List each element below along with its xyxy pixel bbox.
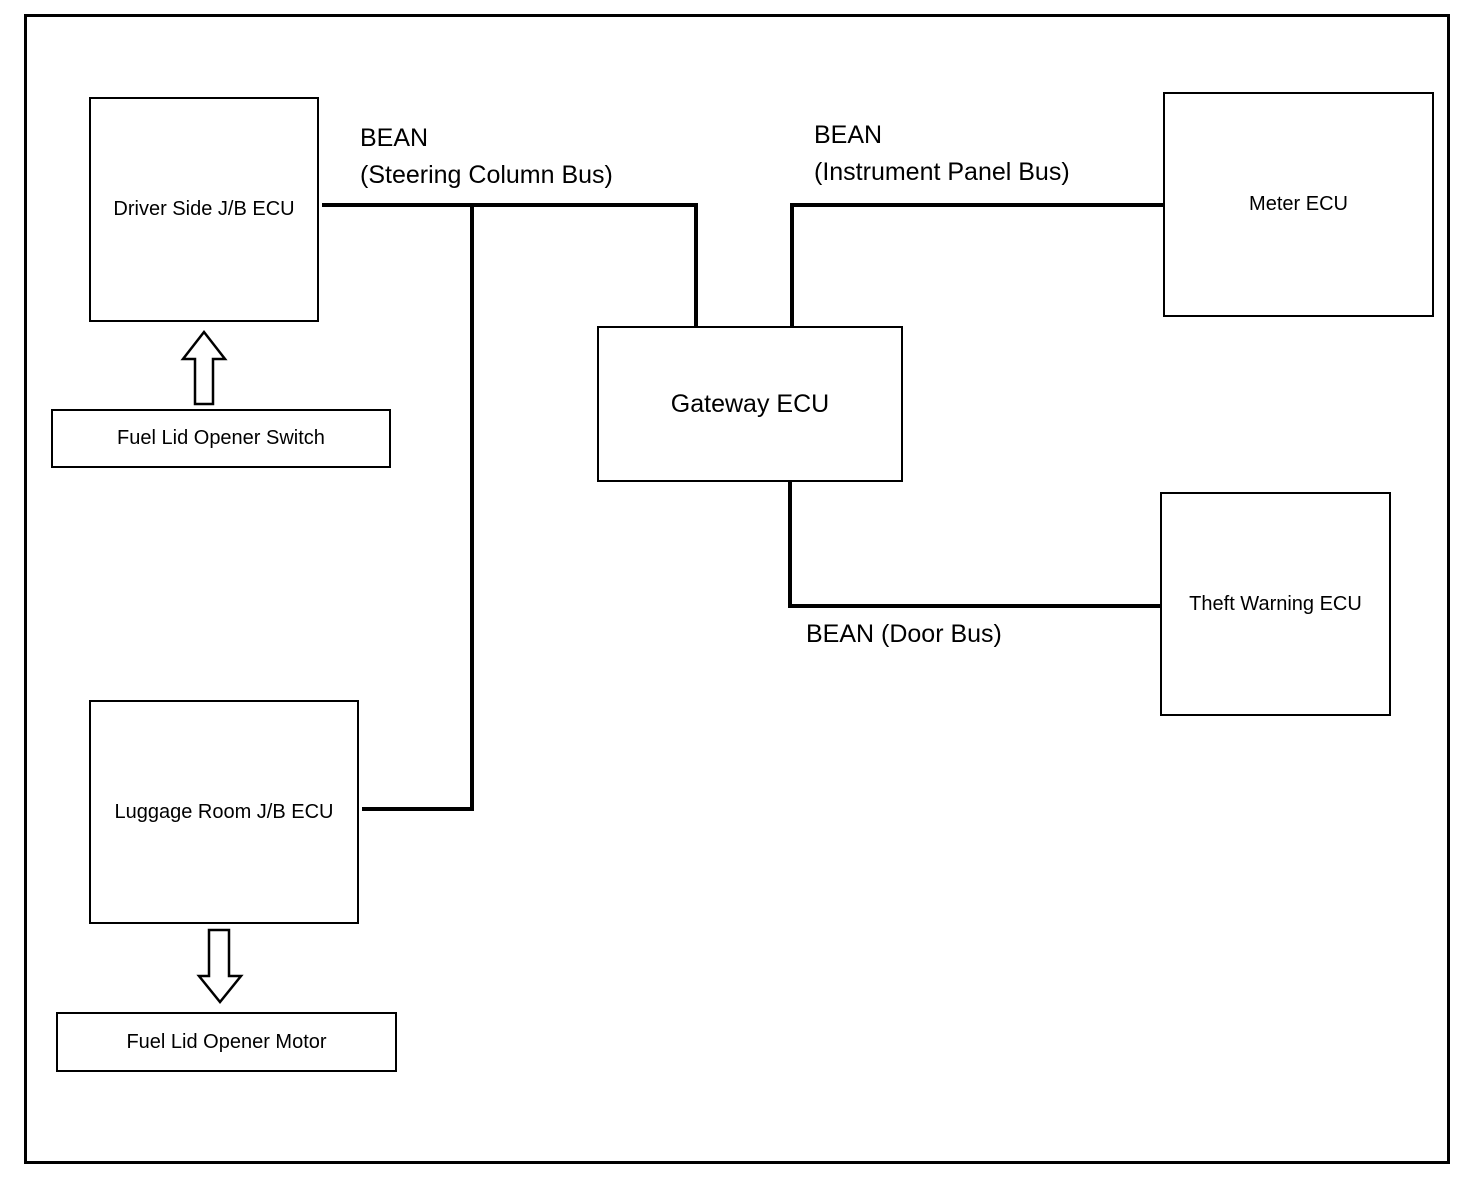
steering-column-bus-line2: (Steering Column Bus)	[360, 161, 613, 189]
fuel-lid-opener-motor-label: Fuel Lid Opener Motor	[126, 1030, 327, 1053]
steering-column-bus-line1: BEAN	[360, 124, 429, 152]
gateway-ecu-box: Gateway ECU	[597, 326, 903, 482]
door-bus-label: BEAN (Door Bus)	[806, 616, 1002, 653]
instrument-panel-bus-line2: (Instrument Panel Bus)	[814, 158, 1070, 186]
arrow-down-icon	[196, 928, 244, 1004]
steering-column-bus-line	[322, 203, 698, 328]
fuel-lid-opener-motor-box: Fuel Lid Opener Motor	[56, 1012, 397, 1072]
door-bus-line	[788, 482, 1161, 608]
luggage-room-jb-ecu-label: Luggage Room J/B ECU	[114, 800, 334, 823]
driver-side-jb-ecu-label: Driver Side J/B ECU	[113, 198, 295, 220]
diagram-frame	[24, 14, 1450, 1164]
door-bus-line1: BEAN (Door Bus)	[806, 620, 1002, 648]
driver-side-jb-ecu-box: Driver Side J/B ECU	[89, 97, 319, 322]
arrow-up-icon	[180, 329, 228, 406]
steering-column-bus-branch	[362, 205, 474, 811]
meter-ecu-label: Meter ECU	[1249, 193, 1348, 215]
instrument-panel-bus-line	[790, 203, 1163, 328]
luggage-room-jb-ecu-box: Luggage Room J/B ECU	[89, 700, 359, 924]
theft-warning-ecu-label: Theft Warning ECU	[1189, 592, 1362, 615]
instrument-panel-bus-label: BEAN (Instrument Panel Bus)	[814, 117, 1070, 191]
theft-warning-ecu-box: Theft Warning ECU	[1160, 492, 1391, 716]
meter-ecu-box: Meter ECU	[1163, 92, 1434, 317]
fuel-lid-opener-switch-label: Fuel Lid Opener Switch	[117, 427, 325, 449]
fuel-lid-opener-switch-box: Fuel Lid Opener Switch	[51, 409, 391, 468]
steering-column-bus-label: BEAN (Steering Column Bus)	[360, 120, 613, 194]
instrument-panel-bus-line1: BEAN	[814, 121, 883, 149]
gateway-ecu-label: Gateway ECU	[670, 389, 830, 418]
